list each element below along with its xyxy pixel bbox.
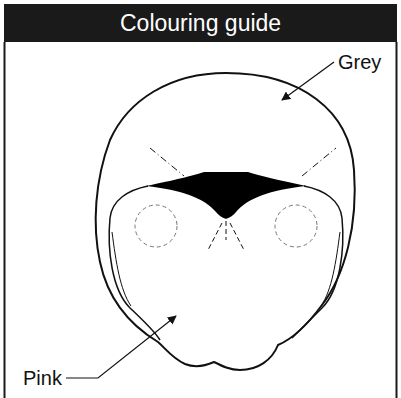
title-text: Colouring guide — [120, 12, 281, 35]
side-strip — [112, 232, 340, 306]
ear-fold-lines — [150, 148, 336, 176]
frame — [5, 42, 397, 398]
head-outline — [96, 73, 355, 370]
title-bar — [4, 4, 397, 42]
black-patch — [146, 172, 306, 219]
eye-circle — [275, 205, 317, 247]
leader-line — [66, 316, 176, 378]
colour-label: Pink — [23, 368, 62, 388]
eye-circle — [135, 205, 177, 247]
leader-line — [282, 62, 334, 100]
nose-lines — [208, 221, 244, 250]
colour-label: Grey — [338, 52, 381, 72]
